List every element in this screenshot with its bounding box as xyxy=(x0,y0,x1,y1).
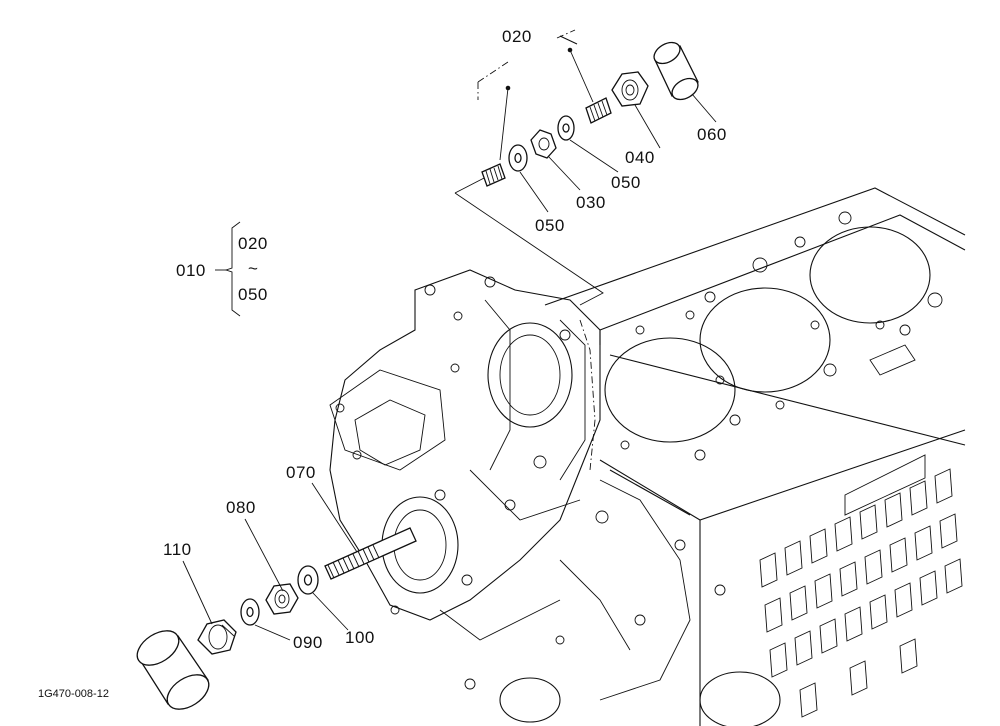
label-050-upper: 050 xyxy=(611,173,641,192)
group-brace xyxy=(215,221,241,317)
leader-lines-bottom xyxy=(182,482,358,641)
label-110: 110 xyxy=(163,540,192,559)
engine-block xyxy=(329,187,966,726)
figure-code: 1G470-008-12 xyxy=(38,688,109,700)
label-020-top: 020 xyxy=(502,27,532,46)
sleeve-bottom xyxy=(136,630,210,710)
leader-lines-top xyxy=(519,93,717,213)
label-100: 100 xyxy=(345,628,375,647)
label-range-end: 050 xyxy=(238,285,268,304)
label-010: 010 xyxy=(176,261,206,280)
label-060: 060 xyxy=(697,125,727,144)
nut-030 xyxy=(530,129,557,159)
label-050-lower: 050 xyxy=(535,216,565,235)
label-070: 070 xyxy=(286,463,316,482)
stud-right xyxy=(585,97,612,124)
sleeve-060 xyxy=(653,41,699,101)
label-range-sep: ~ xyxy=(248,259,258,278)
label-090: 090 xyxy=(293,633,323,652)
label-040: 040 xyxy=(625,148,655,167)
washer-050-upper xyxy=(557,115,575,141)
label-range-start: 020 xyxy=(238,234,268,253)
nut-040 xyxy=(611,71,649,107)
washer-050-lower xyxy=(508,144,528,172)
stud-070 xyxy=(324,527,417,580)
washer-100 xyxy=(297,565,319,595)
top-connector-lines xyxy=(454,175,604,306)
label-080: 080 xyxy=(226,498,256,517)
washer-090 xyxy=(240,598,260,626)
label-030: 030 xyxy=(576,193,606,212)
top-bracket xyxy=(477,29,594,161)
cap-nut-110 xyxy=(197,619,237,655)
stud-left xyxy=(481,163,506,187)
